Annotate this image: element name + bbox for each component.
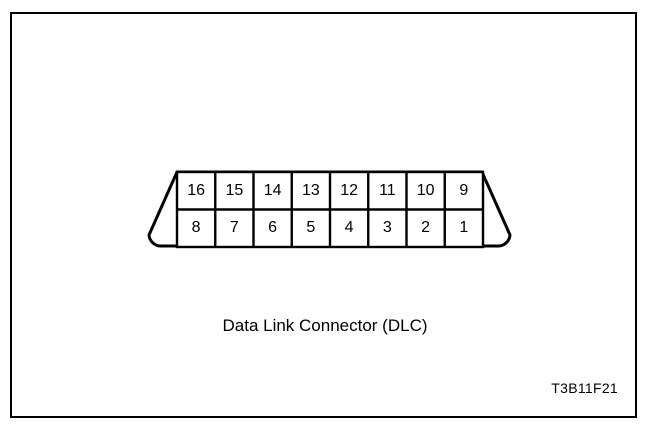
pin-row-upper: 16 15 14 13 12 11 10 9: [177, 172, 483, 210]
pin-cell-3: 3: [382, 219, 392, 237]
pin-cell-5: 5: [306, 219, 316, 237]
pin-cell-13: 13: [301, 181, 320, 199]
pin-cell-15: 15: [225, 181, 244, 199]
pin-cell-8: 8: [191, 219, 201, 237]
pin-cell-12: 12: [340, 181, 359, 199]
pin-cell-4: 4: [344, 219, 354, 237]
pin-cell-6: 6: [268, 219, 278, 237]
pin-cell-10: 10: [416, 181, 435, 199]
figure-caption: Data Link Connector (DLC): [222, 316, 428, 335]
figure-reference-code: T3B11F21: [551, 380, 618, 396]
pin-cell-11: 11: [379, 181, 396, 199]
pin-cell-7: 7: [229, 219, 239, 237]
pin-cell-16: 16: [187, 181, 206, 199]
pin-cell-14: 14: [263, 181, 282, 199]
pin-cell-9: 9: [459, 181, 469, 199]
pin-number-grid: 16 15 14 13 12 11 10 9 8 7 6 5 4 3 2 1: [177, 172, 483, 247]
pin-cell-1: 1: [459, 219, 469, 237]
pin-row-lower: 8 7 6 5 4 3 2 1: [177, 210, 483, 248]
pin-cell-2: 2: [421, 219, 431, 237]
